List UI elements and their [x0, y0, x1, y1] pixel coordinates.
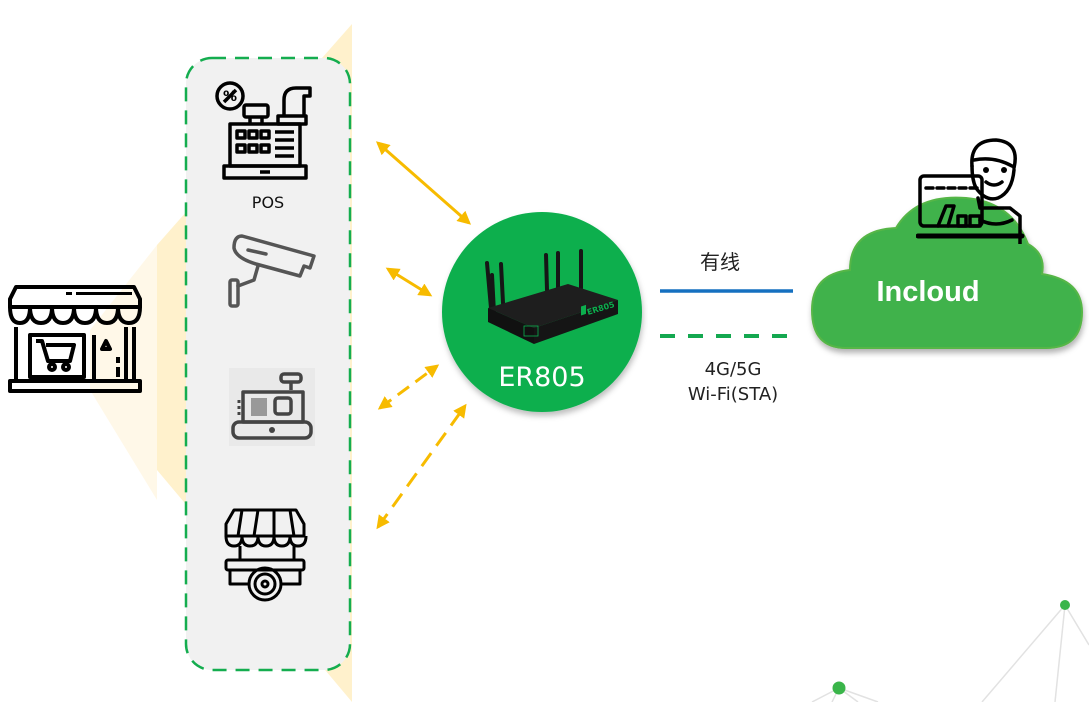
receipt-printer-icon: [229, 368, 315, 446]
router-node: ER805: [442, 212, 642, 412]
cctv-camera-icon: [228, 234, 316, 308]
cloud-label: Incloud: [876, 276, 980, 308]
link-arrow-pos: [375, 141, 472, 225]
decorative-network: [811, 604, 1089, 702]
router-device-icon: ER805: [485, 249, 618, 344]
user-at-computer-icon: [916, 138, 1025, 244]
wireless-label-line1: 4G/5G: [704, 359, 762, 380]
wireless-link-label: 4G/5G Wi-Fi(STA): [660, 357, 806, 407]
router-label: ER805: [498, 362, 586, 393]
pos-label: POS: [251, 193, 285, 212]
wireless-label-line2: Wi-Fi(STA): [687, 384, 779, 405]
food-cart-icon: [224, 508, 308, 602]
network-node: [1060, 600, 1070, 610]
wired-link-label: 有线: [700, 250, 740, 274]
svg-text:%: %: [223, 89, 237, 105]
cash-register-icon: %: [215, 81, 312, 180]
shop-icon: [8, 285, 142, 393]
link-arrow-printer: [377, 364, 440, 410]
link-arrow-camera: [385, 267, 433, 297]
network-node: [832, 681, 846, 695]
